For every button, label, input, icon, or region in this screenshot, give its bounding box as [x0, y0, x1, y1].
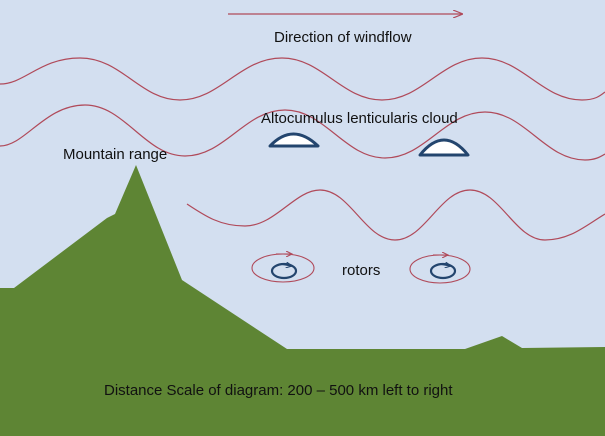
- rotor-right: [409, 255, 471, 284]
- mountain-ground: [0, 165, 605, 436]
- rotors-label: rotors: [342, 262, 380, 279]
- lenticular-cloud-left: [268, 132, 320, 148]
- rotor-right-inner-arrow: [439, 264, 451, 266]
- cloud-label: Altocumulus lenticularis cloud: [261, 110, 458, 127]
- rotor-left-inner-arrow: [280, 264, 292, 266]
- wind-wave-line-top: [0, 57, 605, 101]
- scale-label: Distance Scale of diagram: 200 – 500 km …: [104, 382, 453, 399]
- lenticular-cloud-right: [418, 138, 470, 157]
- wind-wave-line-middle: [0, 104, 605, 161]
- rotor-left: [251, 254, 315, 283]
- direction-label: Direction of windflow: [274, 29, 412, 46]
- mountain-label: Mountain range: [63, 146, 167, 163]
- wind-wave-line-lower: [186, 189, 605, 241]
